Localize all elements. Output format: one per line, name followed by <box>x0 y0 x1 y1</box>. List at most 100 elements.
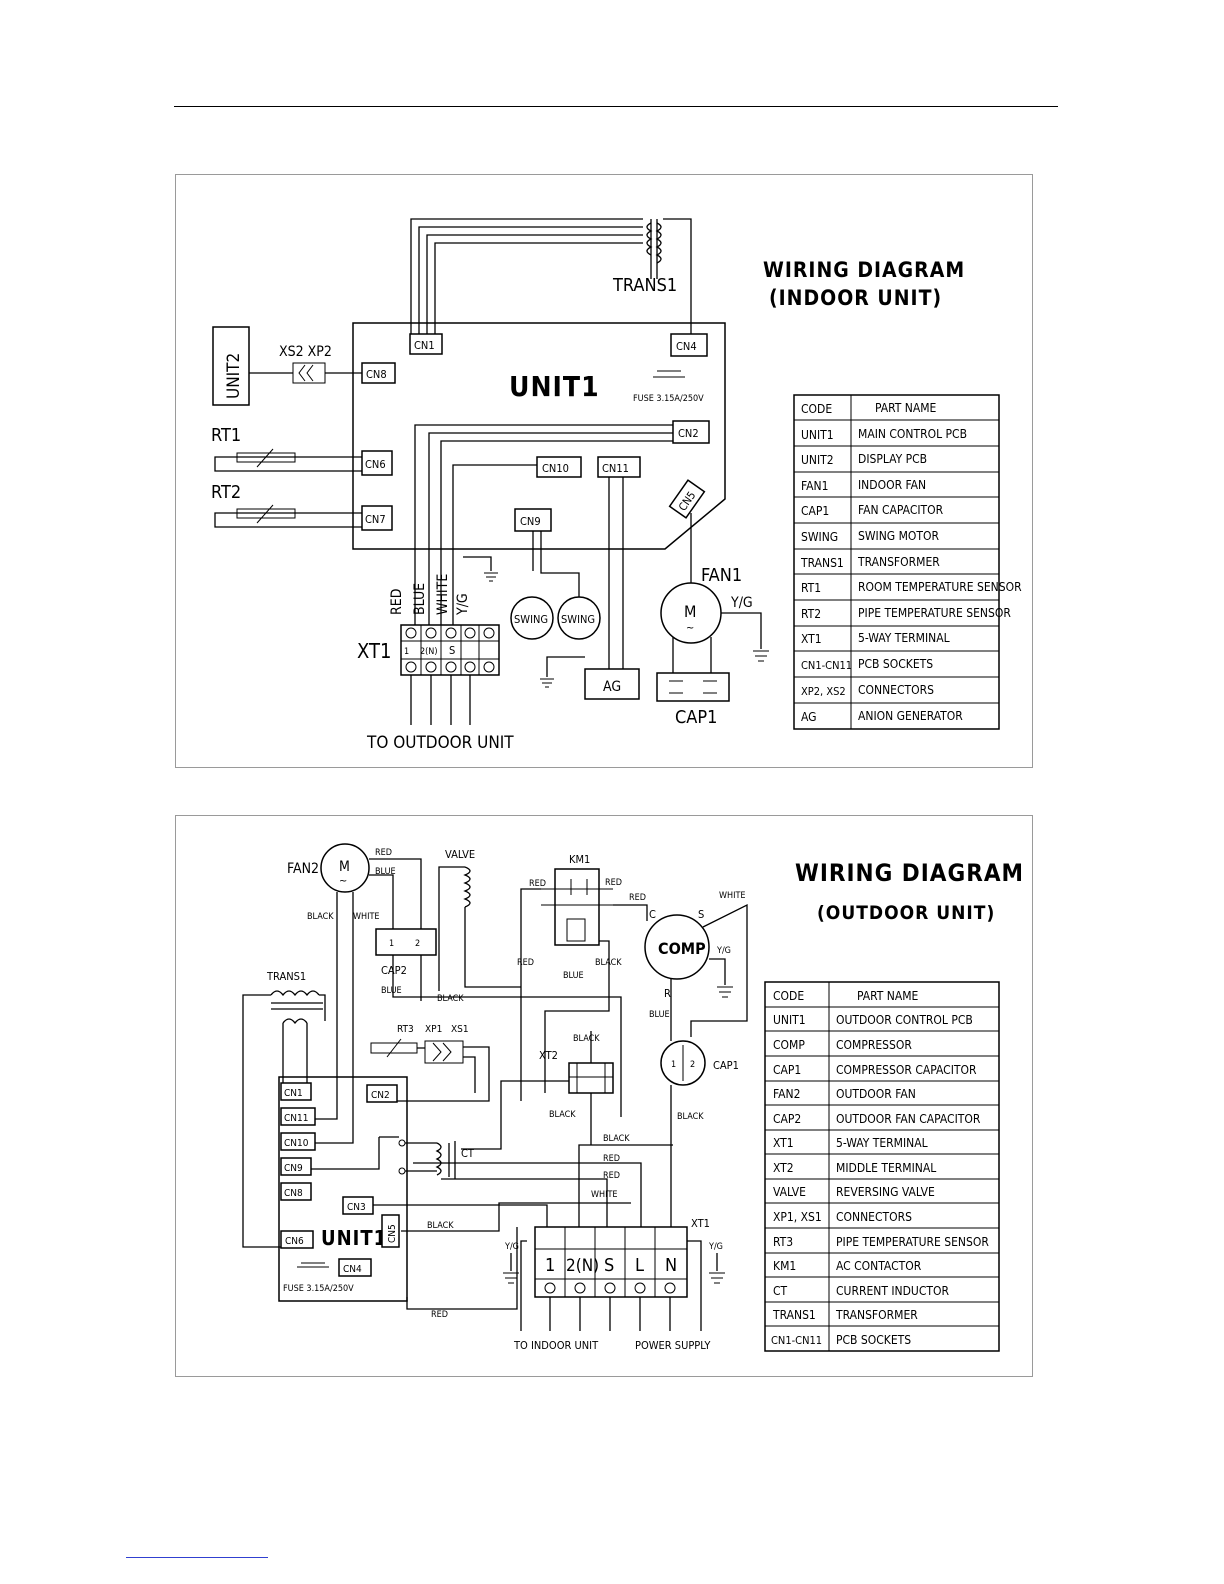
svg-text:CAP1: CAP1 <box>801 504 829 518</box>
svg-text:XT2: XT2 <box>539 1049 558 1062</box>
svg-text:WHITE: WHITE <box>591 1190 618 1200</box>
svg-text:PIPE TEMPERATURE SENSOR: PIPE TEMPERATURE SENSOR <box>858 606 1011 620</box>
svg-text:RED: RED <box>629 893 646 903</box>
svg-text:FAN1: FAN1 <box>801 479 828 493</box>
svg-text:AG: AG <box>801 710 817 724</box>
svg-text:2(N): 2(N) <box>566 1256 599 1276</box>
indoor-cn6 <box>361 450 393 476</box>
svg-text:PART NAME: PART NAME <box>857 989 919 1003</box>
svg-text:COMPRESSOR: COMPRESSOR <box>836 1038 912 1052</box>
svg-text:REVERSING VALVE: REVERSING VALVE <box>836 1185 935 1199</box>
svg-text:CN4: CN4 <box>676 340 697 353</box>
svg-text:SWING: SWING <box>561 613 595 626</box>
svg-text:RT3: RT3 <box>773 1235 793 1249</box>
svg-text:1: 1 <box>404 647 409 657</box>
xs2xp2-label: XS2 XP2 <box>279 344 332 360</box>
svg-text:RED: RED <box>517 958 534 968</box>
svg-text:RED: RED <box>605 878 622 888</box>
svg-text:XS1: XS1 <box>451 1024 469 1035</box>
svg-text:~: ~ <box>339 874 347 887</box>
svg-text:OUTDOOR FAN CAPACITOR: OUTDOOR FAN CAPACITOR <box>836 1112 981 1126</box>
svg-text:BLACK: BLACK <box>603 1134 630 1144</box>
to-indoor-label: TO INDOOR UNIT <box>513 1339 599 1352</box>
svg-text:PIPE TEMPERATURE SENSOR: PIPE TEMPERATURE SENSOR <box>836 1235 989 1249</box>
svg-text:BLACK: BLACK <box>549 1110 576 1120</box>
svg-text:TRANSFORMER: TRANSFORMER <box>857 555 940 569</box>
svg-text:BLUE: BLUE <box>375 867 396 877</box>
svg-text:RED: RED <box>389 589 405 615</box>
svg-text:SWING MOTOR: SWING MOTOR <box>858 529 939 543</box>
svg-text:CN3: CN3 <box>347 1202 366 1213</box>
indoor-xt1 <box>400 624 500 676</box>
indoor-cn11 <box>597 456 641 478</box>
header-rule <box>174 106 1058 107</box>
outdoor-xt2 <box>568 1062 614 1094</box>
compressor <box>644 914 710 980</box>
indoor-cn7 <box>361 505 393 531</box>
outdoor-title-line1: WIRING DIAGRAM <box>795 859 1024 887</box>
svg-text:FAN2: FAN2 <box>773 1087 800 1101</box>
svg-text:XT1: XT1 <box>691 1217 710 1230</box>
svg-text:CN9: CN9 <box>520 515 541 528</box>
svg-text:L: L <box>635 1255 644 1276</box>
svg-text:2(N): 2(N) <box>420 647 438 657</box>
indoor-wiring-diagram: WIRING DIAGRAM (INDOOR UNIT) TRANS1 UNIT… <box>175 174 1033 768</box>
svg-text:5-WAY TERMINAL: 5-WAY TERMINAL <box>858 631 950 645</box>
svg-text:CN2: CN2 <box>371 1090 390 1101</box>
outdoor-parts-table: CODE PART NAME UNIT1 OUTDOOR CONTROL PCB… <box>764 981 1000 1352</box>
svg-text:CN4: CN4 <box>343 1264 362 1275</box>
svg-text:XT1: XT1 <box>773 1136 794 1150</box>
svg-text:CT: CT <box>773 1284 788 1298</box>
svg-text:BLACK: BLACK <box>437 994 464 1004</box>
outdoor-diagram-svg: WIRING DIAGRAM (OUTDOOR UNIT) M ~ FAN2 R… <box>242 843 1024 1352</box>
svg-text:1: 1 <box>389 939 394 949</box>
svg-text:CODE: CODE <box>773 989 804 1003</box>
footer-link-underline <box>126 1557 268 1558</box>
svg-text:KM1: KM1 <box>773 1259 796 1273</box>
outdoor-cap2 <box>375 928 437 956</box>
svg-text:SWING: SWING <box>514 613 548 626</box>
rt1-label: RT1 <box>211 425 241 446</box>
to-outdoor-label: TO OUTDOOR UNIT <box>366 733 514 753</box>
svg-text:2: 2 <box>690 1060 695 1070</box>
svg-text:XP1: XP1 <box>425 1024 442 1035</box>
svg-text:S: S <box>449 644 455 657</box>
svg-text:CN1: CN1 <box>414 339 435 352</box>
svg-text:TRANS1: TRANS1 <box>772 1308 816 1322</box>
svg-text:CONNECTORS: CONNECTORS <box>858 683 934 697</box>
svg-text:OUTDOOR FAN: OUTDOOR FAN <box>836 1087 916 1101</box>
svg-text:OUTDOOR CONTROL PCB: OUTDOOR CONTROL PCB <box>836 1013 973 1027</box>
outdoor-wiring-diagram: WIRING DIAGRAM (OUTDOOR UNIT) M ~ FAN2 R… <box>175 815 1033 1377</box>
svg-text:MIDDLE TERMINAL: MIDDLE TERMINAL <box>836 1161 936 1175</box>
outdoor-fuse-label: FUSE 3.15A/250V <box>283 1284 354 1294</box>
svg-text:PCB SOCKETS: PCB SOCKETS <box>836 1333 911 1347</box>
indoor-parts-table: CODE PART NAME UNIT1 MAIN CONTROL PCB UN… <box>793 394 1022 730</box>
outdoor-unit1-board <box>278 1076 408 1302</box>
svg-text:WHITE: WHITE <box>435 574 451 615</box>
svg-text:CN10: CN10 <box>542 462 569 475</box>
svg-text:INDOOR FAN: INDOOR FAN <box>858 478 926 492</box>
indoor-cn4 <box>670 333 708 357</box>
svg-text:PART NAME: PART NAME <box>875 401 937 415</box>
svg-text:XP1, XS1: XP1, XS1 <box>773 1210 822 1224</box>
svg-text:COMPRESSOR CAPACITOR: COMPRESSOR CAPACITOR <box>836 1063 977 1077</box>
indoor-xt1-label: XT1 <box>357 639 391 663</box>
svg-text:Y/G: Y/G <box>708 1242 723 1252</box>
km1-contactor <box>554 868 600 946</box>
svg-text:COMP: COMP <box>658 939 706 958</box>
svg-text:C: C <box>649 908 656 921</box>
svg-text:1: 1 <box>671 1060 676 1070</box>
svg-text:RED: RED <box>529 879 546 889</box>
indoor-cap1 <box>656 672 730 702</box>
svg-text:2: 2 <box>415 939 420 949</box>
svg-text:CN6: CN6 <box>365 458 386 471</box>
svg-text:ANION GENERATOR: ANION GENERATOR <box>858 709 963 723</box>
svg-text:CN9: CN9 <box>284 1163 303 1174</box>
svg-text:CN7: CN7 <box>365 513 386 526</box>
svg-text:BLACK: BLACK <box>573 1034 600 1044</box>
svg-text:UNIT2: UNIT2 <box>224 353 244 399</box>
svg-text:CAP2: CAP2 <box>381 964 407 977</box>
svg-text:AC CONTACTOR: AC CONTACTOR <box>836 1259 922 1273</box>
svg-text:CAP1: CAP1 <box>675 707 717 728</box>
svg-text:CN1-CN11: CN1-CN11 <box>771 1334 822 1347</box>
